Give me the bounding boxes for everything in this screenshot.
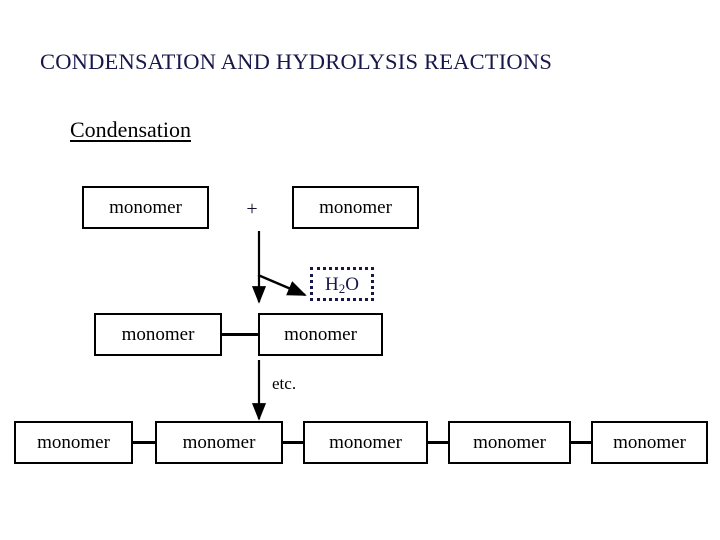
bond-dimer-1-2 [221, 333, 259, 336]
section-heading-condensation: Condensation [70, 117, 191, 142]
polymer-monomer-box-4: monomer [448, 421, 571, 464]
bond-polymer-1-2 [132, 441, 156, 444]
dimer-monomer-box-2: monomer [258, 313, 383, 356]
water-formula-subscript: 2 [338, 280, 346, 296]
dimer-monomer-box-1: monomer [94, 313, 222, 356]
reactant-monomer-box-1: monomer [82, 186, 209, 229]
polymer-monomer-box-1: monomer [14, 421, 133, 464]
reactant-monomer-label-2: monomer [319, 197, 392, 218]
reactant-monomer-box-2: monomer [292, 186, 419, 229]
reactant-monomer-label-1: monomer [109, 197, 182, 218]
byproduct-arrow-to-water [257, 273, 307, 297]
water-formula-prefix: H [325, 273, 339, 295]
page-title: CONDENSATION AND HYDROLYSIS REACTIONS [40, 49, 553, 74]
polymer-monomer-label-3: monomer [329, 432, 402, 453]
dimer-monomer-label-2: monomer [284, 324, 357, 345]
water-formula-suffix: O [345, 273, 359, 295]
polymer-monomer-label-2: monomer [182, 432, 256, 453]
etc-label: etc. [272, 374, 297, 393]
bond-polymer-2-3 [282, 441, 304, 444]
polymer-monomer-label-1: monomer [37, 432, 110, 453]
polymer-monomer-label-5: monomer [613, 432, 686, 453]
polymer-monomer-box-5: monomer [591, 421, 708, 464]
polymer-monomer-label-4: monomer [473, 432, 546, 453]
plus-operator: + [246, 198, 258, 220]
bond-polymer-4-5 [570, 441, 592, 444]
bond-polymer-3-4 [427, 441, 449, 444]
dimer-monomer-label-1: monomer [121, 324, 195, 345]
polymer-monomer-box-3: monomer [303, 421, 428, 464]
polymer-monomer-box-2: monomer [155, 421, 283, 464]
